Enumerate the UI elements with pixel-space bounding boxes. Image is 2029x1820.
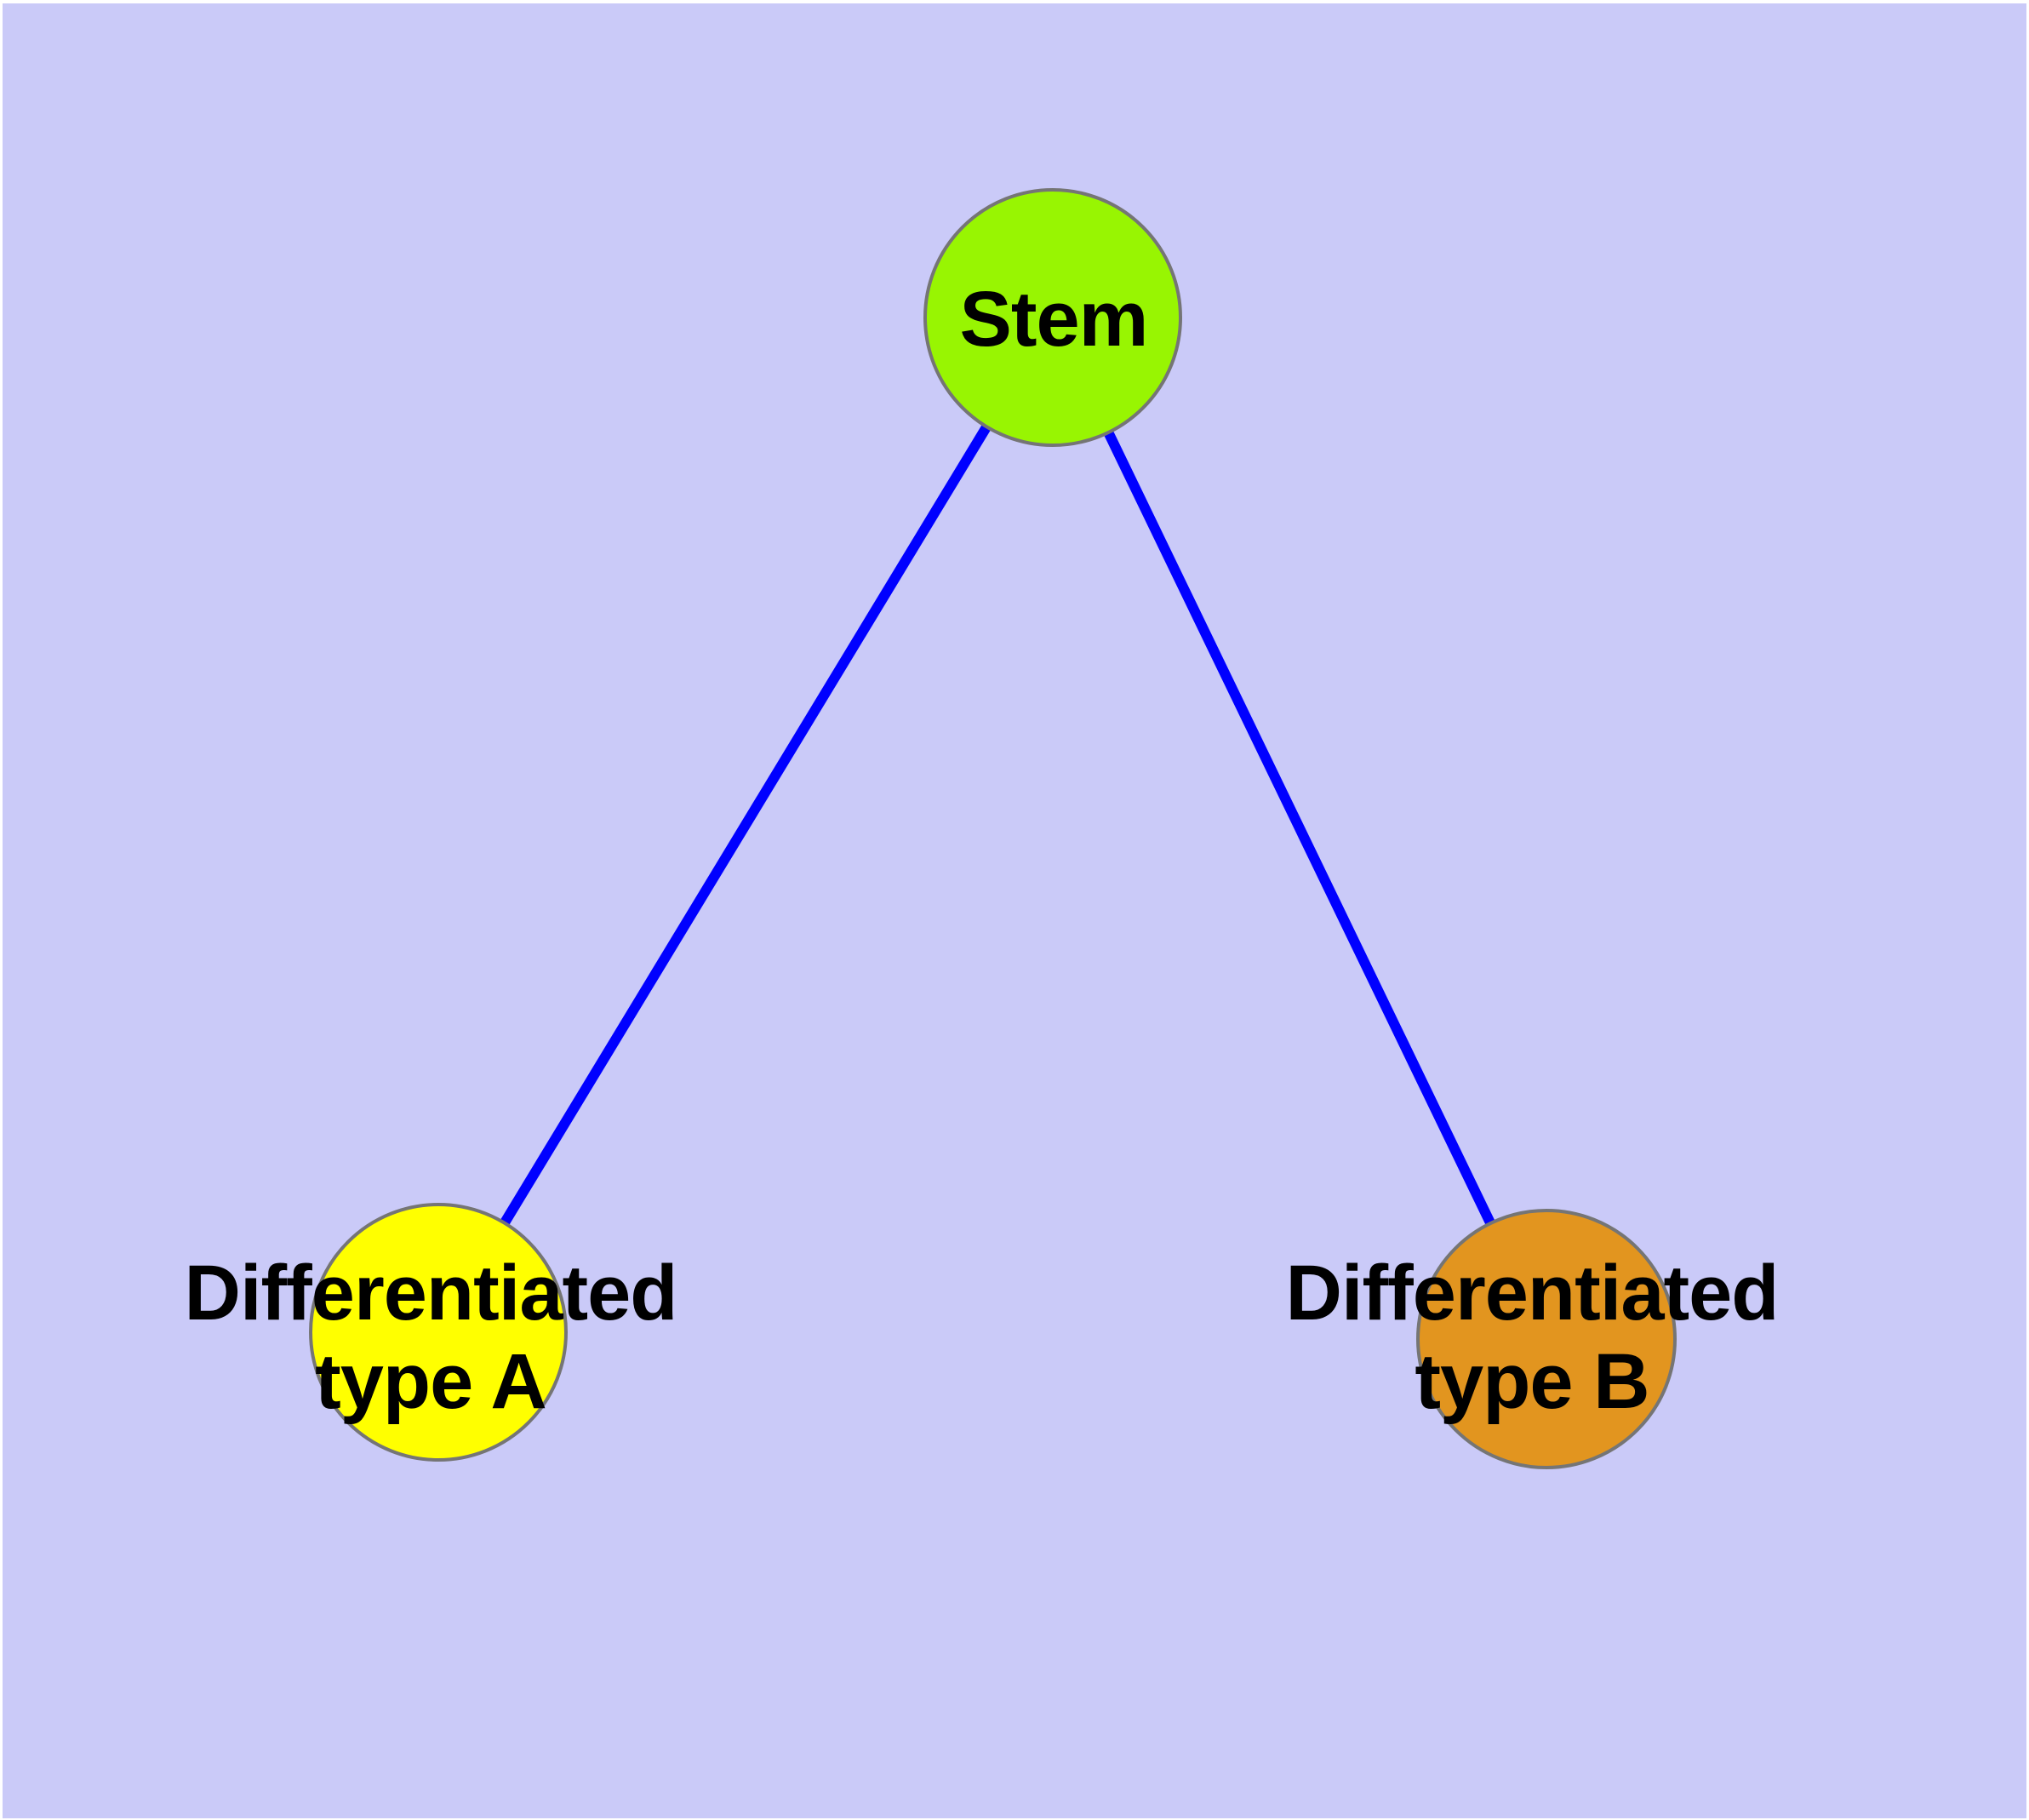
node-circle-stem — [923, 188, 1182, 447]
node-label-line: Differentiated — [1285, 1250, 1780, 1336]
edge-stem-diff-b — [1048, 315, 1552, 1342]
node-label-line: Stem — [959, 276, 1149, 363]
edge-stem-diff-a — [433, 314, 1058, 1336]
node-label-stem: Stem — [959, 275, 1149, 363]
node-label-line: type A — [315, 1338, 547, 1425]
node-circle-diff-a — [309, 1203, 568, 1462]
node-label-line: type B — [1415, 1338, 1649, 1425]
node-label-line: Differentiated — [184, 1250, 678, 1336]
node-circle-diff-b — [1416, 1209, 1677, 1469]
